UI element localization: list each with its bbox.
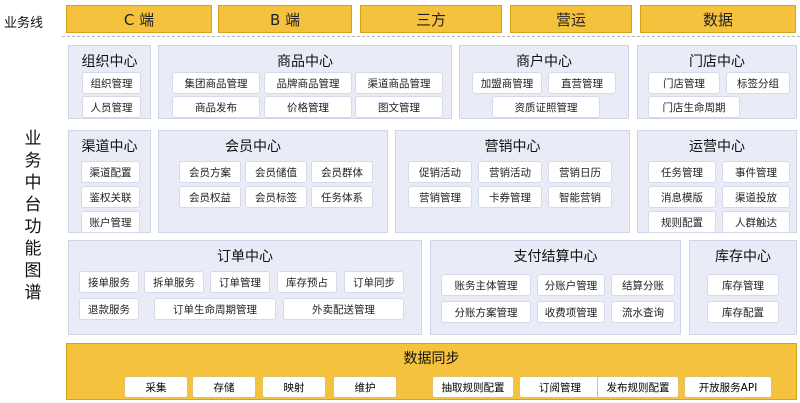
item-account-entity[interactable]: 账务主体管理	[441, 274, 531, 296]
item-order-lifecycle[interactable]: 订单生命周期管理	[154, 298, 276, 320]
dashed-divider	[62, 36, 800, 37]
bizline-operations[interactable]: 营运	[510, 5, 632, 33]
item-direct-management[interactable]: 直营管理	[548, 72, 616, 94]
center-title: 组织中心	[81, 54, 138, 70]
sync-extract-rule-config[interactable]: 抽取规则配置	[432, 376, 514, 398]
store-center: 门店中心 门店管理 标签分组 门店生命周期	[637, 45, 797, 119]
item-event-management[interactable]: 事件管理	[722, 161, 790, 183]
member-center: 会员中心 会员方案 会员储值 会员群体 会员权益 会员标签 任务体系	[158, 130, 388, 233]
sync-publish-rule-config[interactable]: 发布规则配置	[597, 376, 679, 398]
center-title: 订单中心	[217, 249, 273, 265]
sync-mapping[interactable]: 映射	[262, 376, 326, 398]
bizline-data[interactable]: 数据	[640, 5, 796, 33]
center-title: 运营中心	[689, 139, 745, 155]
center-title: 支付结算中心	[513, 249, 598, 265]
sync-maintenance[interactable]: 维护	[333, 376, 397, 398]
item-store-management[interactable]: 门店管理	[648, 72, 720, 94]
bizline-b-end[interactable]: B 端	[218, 5, 352, 33]
item-inventory-config[interactable]: 库存配置	[707, 301, 779, 323]
item-split-plan[interactable]: 分账方案管理	[441, 301, 531, 323]
org-center: 组织中心 组织管理 人员管理	[68, 45, 151, 119]
marketing-center: 营销中心 促销活动 营销活动 营销日历 营销管理 卡券管理 智能营销	[395, 130, 630, 233]
item-refund-service[interactable]: 退款服务	[79, 298, 139, 320]
item-sub-account[interactable]: 分账户管理	[537, 274, 605, 296]
data-sync-bar: 数据同步 采集 存储 映射 维护 抽取规则配置 订阅管理 发布规则配置 开放服务…	[66, 343, 797, 400]
item-order-splitting[interactable]: 拆单服务	[144, 271, 204, 293]
item-coupon-management[interactable]: 卡券管理	[478, 186, 542, 208]
item-order-sync[interactable]: 订单同步	[344, 271, 404, 293]
item-member-benefits[interactable]: 会员权益	[179, 186, 241, 208]
item-smart-marketing[interactable]: 智能营销	[548, 186, 612, 208]
item-order-taking[interactable]: 接单服务	[79, 271, 139, 293]
center-title: 渠道中心	[81, 139, 138, 155]
inventory-center: 库存中心 库存管理 库存配置	[689, 240, 797, 335]
middle-platform-function-map-label: 业务中台功能图谱	[24, 129, 42, 303]
item-marketing-activity[interactable]: 营销活动	[478, 161, 542, 183]
center-title: 商户中心	[516, 54, 572, 70]
item-member-stored-value[interactable]: 会员储值	[245, 161, 307, 183]
center-title: 会员中心	[225, 139, 281, 155]
item-crowd-reach[interactable]: 人群触达	[722, 211, 790, 233]
business-line-label: 业务线	[4, 16, 44, 31]
item-order-management[interactable]: 订单管理	[210, 271, 270, 293]
item-marketing-calendar[interactable]: 营销日历	[548, 161, 612, 183]
item-staff-management[interactable]: 人员管理	[82, 96, 141, 118]
item-image-text-management[interactable]: 图文管理	[355, 96, 443, 118]
item-promotion[interactable]: 促销活动	[408, 161, 472, 183]
item-message-template[interactable]: 消息模版	[648, 186, 716, 208]
sync-storage[interactable]: 存储	[192, 376, 256, 398]
item-org-management[interactable]: 组织管理	[82, 72, 141, 94]
ops-center: 运营中心 任务管理 事件管理 消息模版 渠道投放 规则配置 人群触达	[637, 130, 797, 233]
bizline-third-party[interactable]: 三方	[360, 5, 502, 33]
item-member-plan[interactable]: 会员方案	[179, 161, 241, 183]
item-tag-grouping[interactable]: 标签分组	[726, 72, 790, 94]
item-delivery-management[interactable]: 外卖配送管理	[283, 298, 404, 320]
item-franchisee-management[interactable]: 加盟商管理	[472, 72, 542, 94]
item-task-system[interactable]: 任务体系	[311, 186, 373, 208]
center-title: 商品中心	[277, 54, 333, 70]
item-price-management[interactable]: 价格管理	[264, 96, 352, 118]
item-rule-config[interactable]: 规则配置	[648, 211, 716, 233]
item-channel-delivery[interactable]: 渠道投放	[722, 186, 790, 208]
item-auth-binding[interactable]: 鉴权关联	[81, 186, 140, 208]
item-channel-goods[interactable]: 渠道商品管理	[355, 72, 443, 94]
item-group-goods[interactable]: 集团商品管理	[172, 72, 260, 94]
item-inventory-management[interactable]: 库存管理	[707, 274, 779, 296]
item-task-management[interactable]: 任务管理	[648, 161, 716, 183]
item-settlement-split[interactable]: 结算分账	[611, 274, 675, 296]
merchant-center: 商户中心 加盟商管理 直营管理 资质证照管理	[459, 45, 629, 119]
order-center: 订单中心 接单服务 拆单服务 订单管理 库存预占 订单同步 退款服务 订单生命周…	[68, 240, 422, 335]
payment-settlement-center: 支付结算中心 账务主体管理 分账户管理 结算分账 分账方案管理 收费项管理 流水…	[430, 240, 681, 335]
center-title: 营销中心	[484, 139, 541, 155]
item-transaction-query[interactable]: 流水查询	[611, 301, 675, 323]
item-channel-config[interactable]: 渠道配置	[81, 161, 140, 183]
sync-subscription-management[interactable]: 订阅管理	[519, 376, 601, 398]
item-license-management[interactable]: 资质证照管理	[492, 96, 600, 118]
goods-center: 商品中心 集团商品管理 品牌商品管理 渠道商品管理 商品发布 价格管理 图文管理	[158, 45, 452, 119]
item-stock-reservation[interactable]: 库存预占	[277, 271, 337, 293]
item-member-tags[interactable]: 会员标签	[245, 186, 307, 208]
item-brand-goods[interactable]: 品牌商品管理	[264, 72, 352, 94]
item-marketing-management[interactable]: 营销管理	[408, 186, 472, 208]
center-title: 库存中心	[715, 249, 771, 265]
center-title: 门店中心	[689, 54, 745, 70]
item-account-management[interactable]: 账户管理	[81, 211, 140, 233]
item-goods-publish[interactable]: 商品发布	[172, 96, 260, 118]
item-store-lifecycle[interactable]: 门店生命周期	[648, 96, 740, 118]
sync-collect[interactable]: 采集	[124, 376, 188, 398]
channel-center: 渠道中心 渠道配置 鉴权关联 账户管理	[68, 130, 151, 233]
item-fee-items[interactable]: 收费项管理	[537, 301, 605, 323]
bizline-c-end[interactable]: C 端	[66, 5, 212, 33]
data-sync-title: 数据同步	[403, 351, 460, 367]
item-member-group[interactable]: 会员群体	[311, 161, 373, 183]
sync-open-api[interactable]: 开放服务API	[684, 376, 772, 398]
